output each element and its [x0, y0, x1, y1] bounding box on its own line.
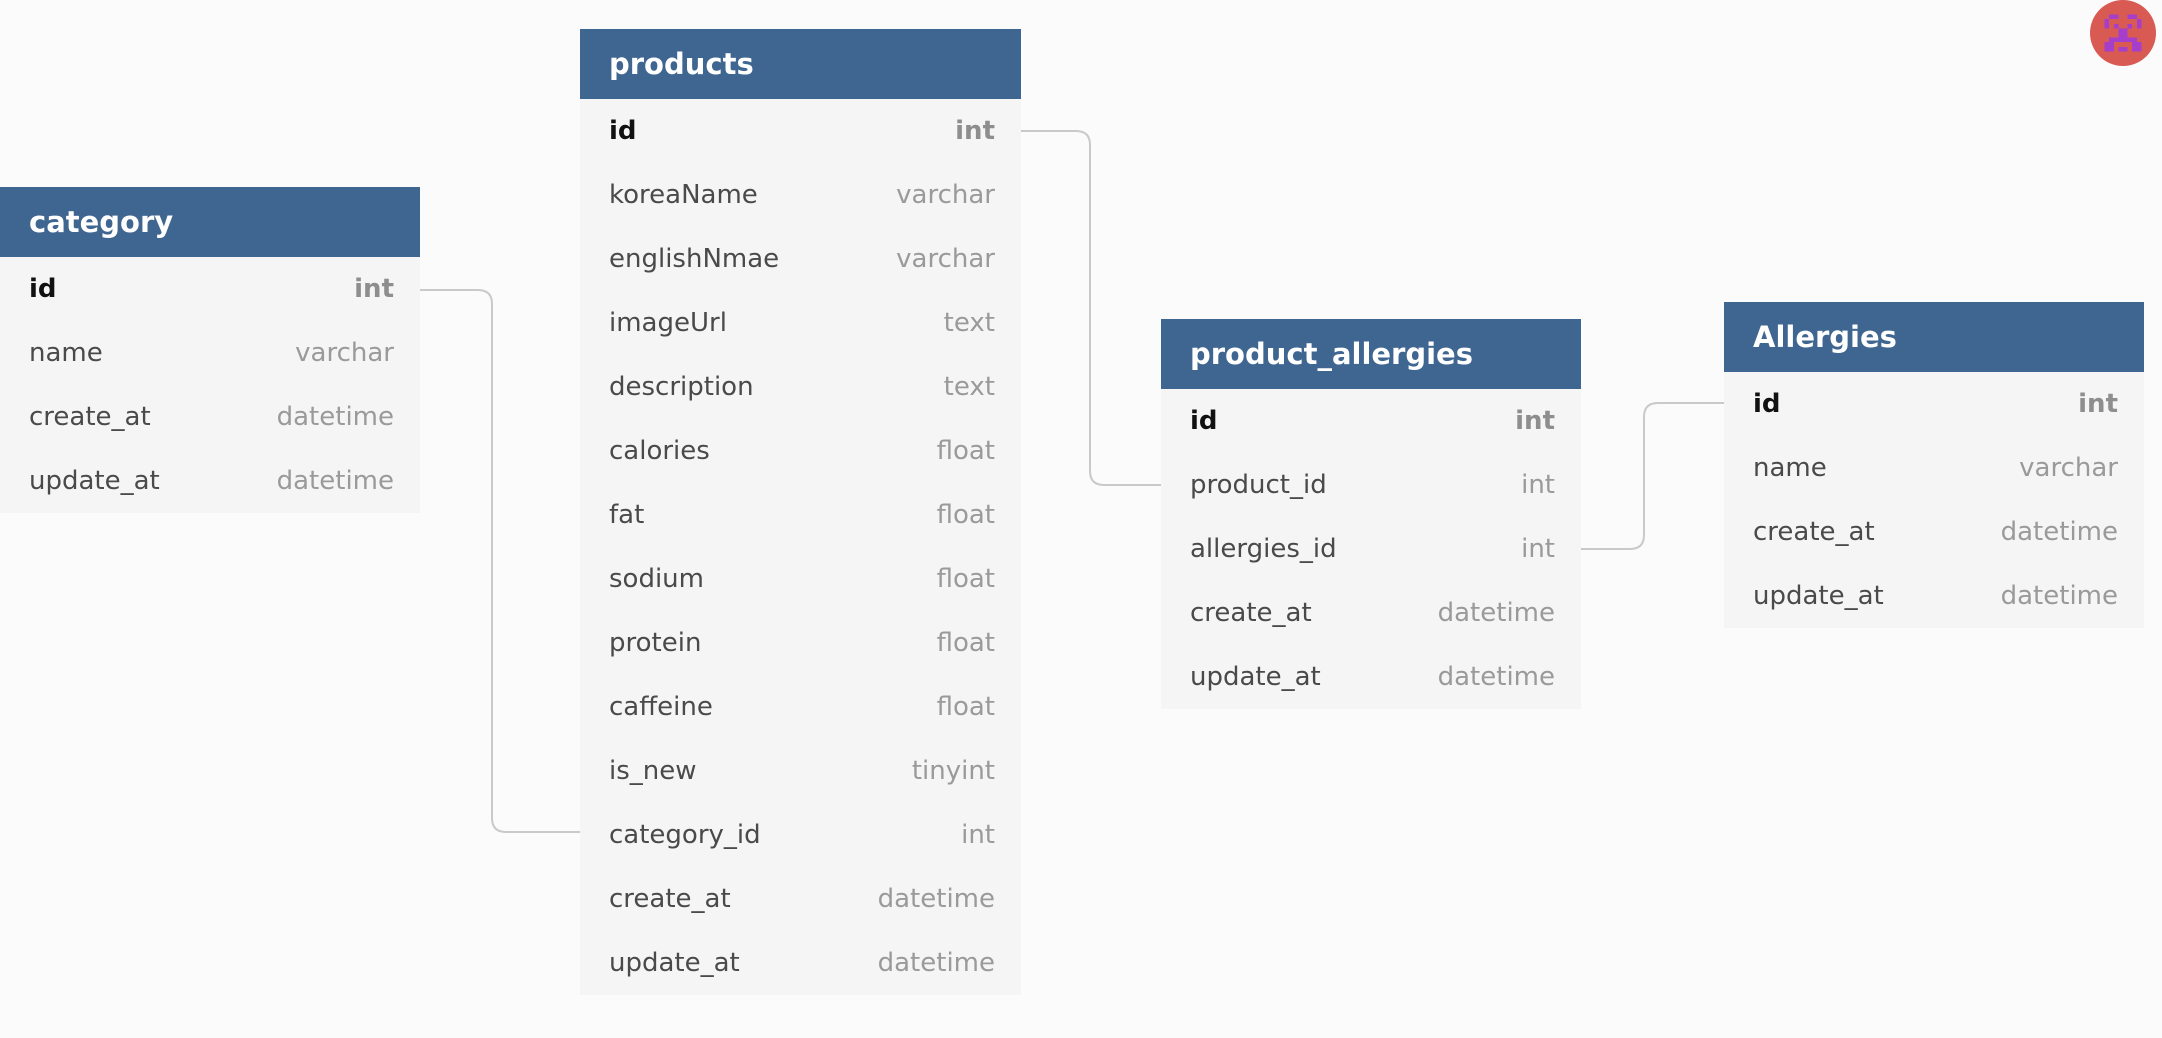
field-name: fat	[609, 500, 645, 530]
field-name: update_at	[1190, 662, 1321, 692]
field-name: name	[1753, 453, 1827, 483]
field-type: datetime	[276, 466, 394, 496]
field-type: varchar	[295, 338, 394, 368]
field-type: float	[936, 628, 995, 658]
field-type: int	[354, 274, 394, 304]
field-type: float	[936, 500, 995, 530]
field-name: create_at	[29, 402, 151, 432]
table-row[interactable]: create_at datetime	[0, 385, 420, 449]
field-name: description	[609, 372, 754, 402]
connector-category-products[interactable]	[420, 289, 580, 833]
field-type: datetime	[276, 402, 394, 432]
table-row[interactable]: name varchar	[0, 321, 420, 385]
avatar[interactable]	[2090, 0, 2156, 66]
table-row[interactable]: description text	[580, 355, 1021, 419]
field-name: id	[1190, 406, 1218, 436]
table-row[interactable]: create_at datetime	[580, 867, 1021, 931]
field-type: float	[936, 436, 995, 466]
field-type: float	[936, 564, 995, 594]
table-row[interactable]: imageUrl text	[580, 291, 1021, 355]
table-row[interactable]: create_at datetime	[1161, 581, 1581, 645]
field-type: datetime	[2000, 581, 2118, 611]
table-products[interactable]: products id int koreaName varchar englis…	[580, 29, 1021, 995]
table-header-products[interactable]: products	[580, 29, 1021, 99]
field-name: update_at	[29, 466, 160, 496]
field-name: caffeine	[609, 692, 713, 722]
field-name: category_id	[609, 820, 761, 850]
field-type: datetime	[877, 884, 995, 914]
field-name: protein	[609, 628, 702, 658]
field-type: datetime	[1437, 662, 1555, 692]
field-type: int	[955, 116, 995, 146]
avatar-icon	[2100, 10, 2146, 56]
table-row[interactable]: name varchar	[1724, 436, 2144, 500]
field-type: int	[1515, 406, 1555, 436]
field-type: datetime	[2000, 517, 2118, 547]
field-type: varchar	[896, 244, 995, 274]
table-row[interactable]: englishNmae varchar	[580, 227, 1021, 291]
field-name: update_at	[609, 948, 740, 978]
table-row[interactable]: koreaName varchar	[580, 163, 1021, 227]
field-name: imageUrl	[609, 308, 727, 338]
field-type: int	[2078, 389, 2118, 419]
table-row[interactable]: is_new tinyint	[580, 739, 1021, 803]
field-name: update_at	[1753, 581, 1884, 611]
field-name: id	[1753, 389, 1781, 419]
table-row[interactable]: category_id int	[580, 803, 1021, 867]
table-row[interactable]: id int	[580, 99, 1021, 163]
field-type: text	[943, 372, 995, 402]
field-name: calories	[609, 436, 710, 466]
table-row[interactable]: fat float	[580, 483, 1021, 547]
table-row[interactable]: update_at datetime	[1161, 645, 1581, 709]
field-name: sodium	[609, 564, 704, 594]
field-name: create_at	[1190, 598, 1312, 628]
field-type: varchar	[896, 180, 995, 210]
table-product-allergies[interactable]: product_allergies id int product_id int …	[1161, 319, 1581, 709]
table-row[interactable]: id int	[1724, 372, 2144, 436]
field-name: product_id	[1190, 470, 1327, 500]
table-row[interactable]: calories float	[580, 419, 1021, 483]
table-row[interactable]: id int	[0, 257, 420, 321]
field-name: create_at	[609, 884, 731, 914]
table-row[interactable]: caffeine float	[580, 675, 1021, 739]
table-header-allergies[interactable]: Allergies	[1724, 302, 2144, 372]
table-row[interactable]: update_at datetime	[580, 931, 1021, 995]
table-row[interactable]: sodium float	[580, 547, 1021, 611]
table-row[interactable]: product_id int	[1161, 453, 1581, 517]
field-type: int	[1521, 470, 1555, 500]
field-name: koreaName	[609, 180, 758, 210]
table-row[interactable]: protein float	[580, 611, 1021, 675]
table-row[interactable]: allergies_id int	[1161, 517, 1581, 581]
field-name: is_new	[609, 756, 697, 786]
field-type: datetime	[877, 948, 995, 978]
table-category[interactable]: category id int name varchar create_at d…	[0, 187, 420, 513]
field-name: id	[609, 116, 637, 146]
connector-allergies-product-allergies[interactable]	[1581, 402, 1724, 550]
table-row[interactable]: id int	[1161, 389, 1581, 453]
field-type: int	[1521, 534, 1555, 564]
field-type: varchar	[2019, 453, 2118, 483]
connector-products-product-allergies[interactable]	[1021, 130, 1161, 486]
field-name: englishNmae	[609, 244, 780, 274]
field-type: float	[936, 692, 995, 722]
table-row[interactable]: create_at datetime	[1724, 500, 2144, 564]
table-row[interactable]: update_at datetime	[0, 449, 420, 513]
field-name: create_at	[1753, 517, 1875, 547]
table-header-product-allergies[interactable]: product_allergies	[1161, 319, 1581, 389]
table-header-category[interactable]: category	[0, 187, 420, 257]
field-type: text	[943, 308, 995, 338]
field-name: allergies_id	[1190, 534, 1337, 564]
field-name: name	[29, 338, 103, 368]
table-row[interactable]: update_at datetime	[1724, 564, 2144, 628]
table-allergies[interactable]: Allergies id int name varchar create_at …	[1724, 302, 2144, 628]
field-type: datetime	[1437, 598, 1555, 628]
field-type: tinyint	[911, 756, 995, 786]
field-type: int	[961, 820, 995, 850]
field-name: id	[29, 274, 57, 304]
